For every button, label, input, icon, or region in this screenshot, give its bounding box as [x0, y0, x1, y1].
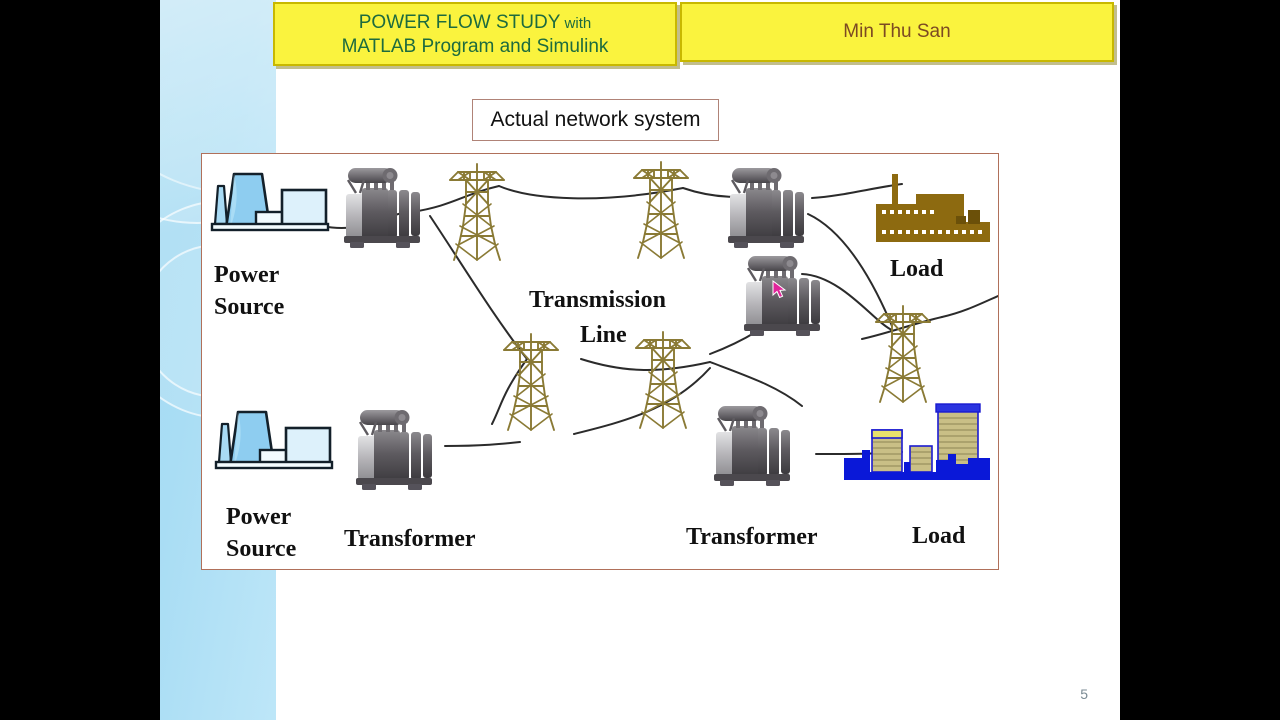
label-load-top: Load — [890, 256, 944, 282]
wire-transformer-to-factory — [811, 183, 903, 199]
label-load-bottom: Load — [912, 523, 966, 549]
subtitle-box: Actual network system — [472, 99, 719, 141]
arrow-pointer-icon — [772, 280, 787, 299]
pylon-bottom-mid — [635, 331, 691, 429]
wire-mid-transformer-out — [801, 273, 893, 331]
label-transformer-bottom-right: Transformer — [686, 524, 818, 550]
pylon-top-left — [449, 163, 505, 261]
city-load-bottom — [843, 403, 991, 481]
slide-watermark — [166, 678, 270, 704]
wire-bottom-to-transformer — [709, 361, 803, 407]
wire-span-top-1 — [498, 185, 684, 200]
label-power-source-top-line2: Source — [214, 294, 285, 320]
label-transformer-bottom-left: Transformer — [344, 526, 476, 552]
label-power-source-bottom-line2: Source — [226, 536, 297, 562]
author-banner: Min Thu San — [680, 2, 1114, 62]
subtitle-text: Actual network system — [490, 108, 701, 131]
wire-pylon-right-span — [861, 316, 943, 340]
author-name: Min Thu San — [843, 21, 951, 42]
wire-plant-bottom-to-transformer — [444, 441, 521, 447]
title-suffix-text: with — [564, 14, 592, 32]
label-power-source-top-line1: Power — [214, 262, 280, 288]
transformer-top-right — [726, 166, 806, 250]
transformer-top-left — [342, 166, 422, 250]
page-number: 5 — [1080, 686, 1088, 702]
title-line-2: MATLAB Program and Simulink — [341, 35, 609, 57]
power-plant-bottom — [214, 410, 334, 470]
pylon-top-mid — [633, 161, 689, 259]
factory-load-top — [876, 174, 990, 242]
pylon-right-mid — [875, 305, 931, 403]
title-main-text: POWER FLOW STUDY — [358, 11, 561, 33]
mouse-cursor — [772, 280, 788, 300]
transformer-bottom-right — [712, 404, 792, 488]
slide-canvas: POWER FLOW STUDY with MATLAB Program and… — [160, 0, 1120, 720]
transformer-bottom-left — [354, 408, 434, 492]
wire-bottom-span-1 — [580, 358, 711, 371]
title-line-1: POWER FLOW STUDY with — [359, 11, 591, 35]
label-transmission-line-2: Line — [580, 322, 627, 348]
network-diagram: Power Source Transmission Line Load Powe… — [201, 153, 999, 570]
slide-title-banner: POWER FLOW STUDY with MATLAB Program and… — [273, 2, 677, 66]
power-plant-top — [210, 172, 330, 232]
label-power-source-bottom-line1: Power — [226, 504, 292, 530]
label-transmission-line-1: Transmission — [529, 287, 666, 313]
wire-top-to-bottom-left — [429, 215, 528, 360]
